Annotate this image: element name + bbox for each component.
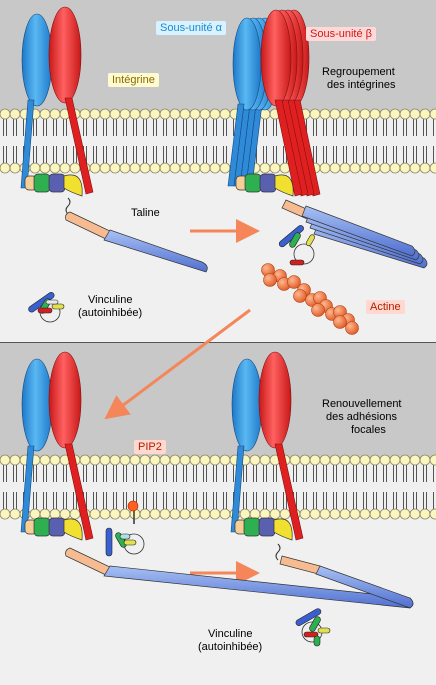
talin-icon [234, 517, 414, 609]
clustering-label-line2: des intégrines [327, 79, 396, 91]
integrin-alpha-icon [231, 358, 263, 452]
actin-monomer [311, 303, 325, 317]
actin-monomer [263, 273, 277, 287]
membrane-bilayer-icon [0, 452, 436, 524]
turnover-label-line1: Renouvellement [322, 398, 402, 410]
membrane-bilayer-icon [0, 106, 436, 178]
actin-filament-icon [261, 263, 359, 335]
integrin-bottom-right [230, 351, 304, 541]
integrin-alpha-icon [232, 17, 262, 111]
integrin-bottom-left [20, 351, 94, 541]
vinculin-bottom-label-line2: (autoinhibée) [198, 641, 263, 653]
talin-icon [235, 173, 428, 269]
talin-icon [24, 173, 208, 273]
vinculin-icon [28, 292, 65, 323]
clustering-label-line1: Regroupement [322, 66, 395, 78]
integrin-alpha-icon [21, 13, 53, 107]
actin-monomer [333, 315, 347, 329]
turnover-label-line3: focales [351, 424, 386, 436]
transition-arrow-icon [104, 308, 251, 420]
integrin-cluster [227, 9, 321, 197]
actin-label: Actine [366, 300, 405, 314]
integrin-beta-icon [260, 9, 292, 107]
talin-label: Taline [131, 207, 160, 219]
integrin-beta-icon [258, 351, 292, 449]
actin-monomer [293, 289, 307, 303]
vinculin-top-label-line1: Vinculine [88, 294, 133, 306]
integrin-top-left [20, 6, 94, 195]
pip2-label: PIP2 [134, 440, 166, 454]
integrin-beta-icon [48, 351, 82, 449]
vinculin-icon [295, 608, 331, 647]
actin-monomer [287, 275, 301, 289]
integrin-beta-icon [48, 6, 82, 104]
actin-monomer [345, 321, 359, 335]
pip2-icon [127, 500, 139, 524]
integrin-alpha-icon [21, 358, 53, 452]
vinculin-bottom-label-line1: Vinculine [208, 628, 253, 640]
vinculin-icon [278, 225, 315, 266]
turnover-label-line2: des adhésions [326, 411, 397, 423]
beta-subunit-label: Sous-unité β [306, 27, 376, 41]
integrin-label: Intégrine [108, 73, 159, 87]
alpha-subunit-label: Sous-unité α [156, 21, 227, 35]
vinculin-top-label-line2: (autoinhibée) [78, 307, 143, 319]
vinculin-icon [105, 527, 145, 557]
